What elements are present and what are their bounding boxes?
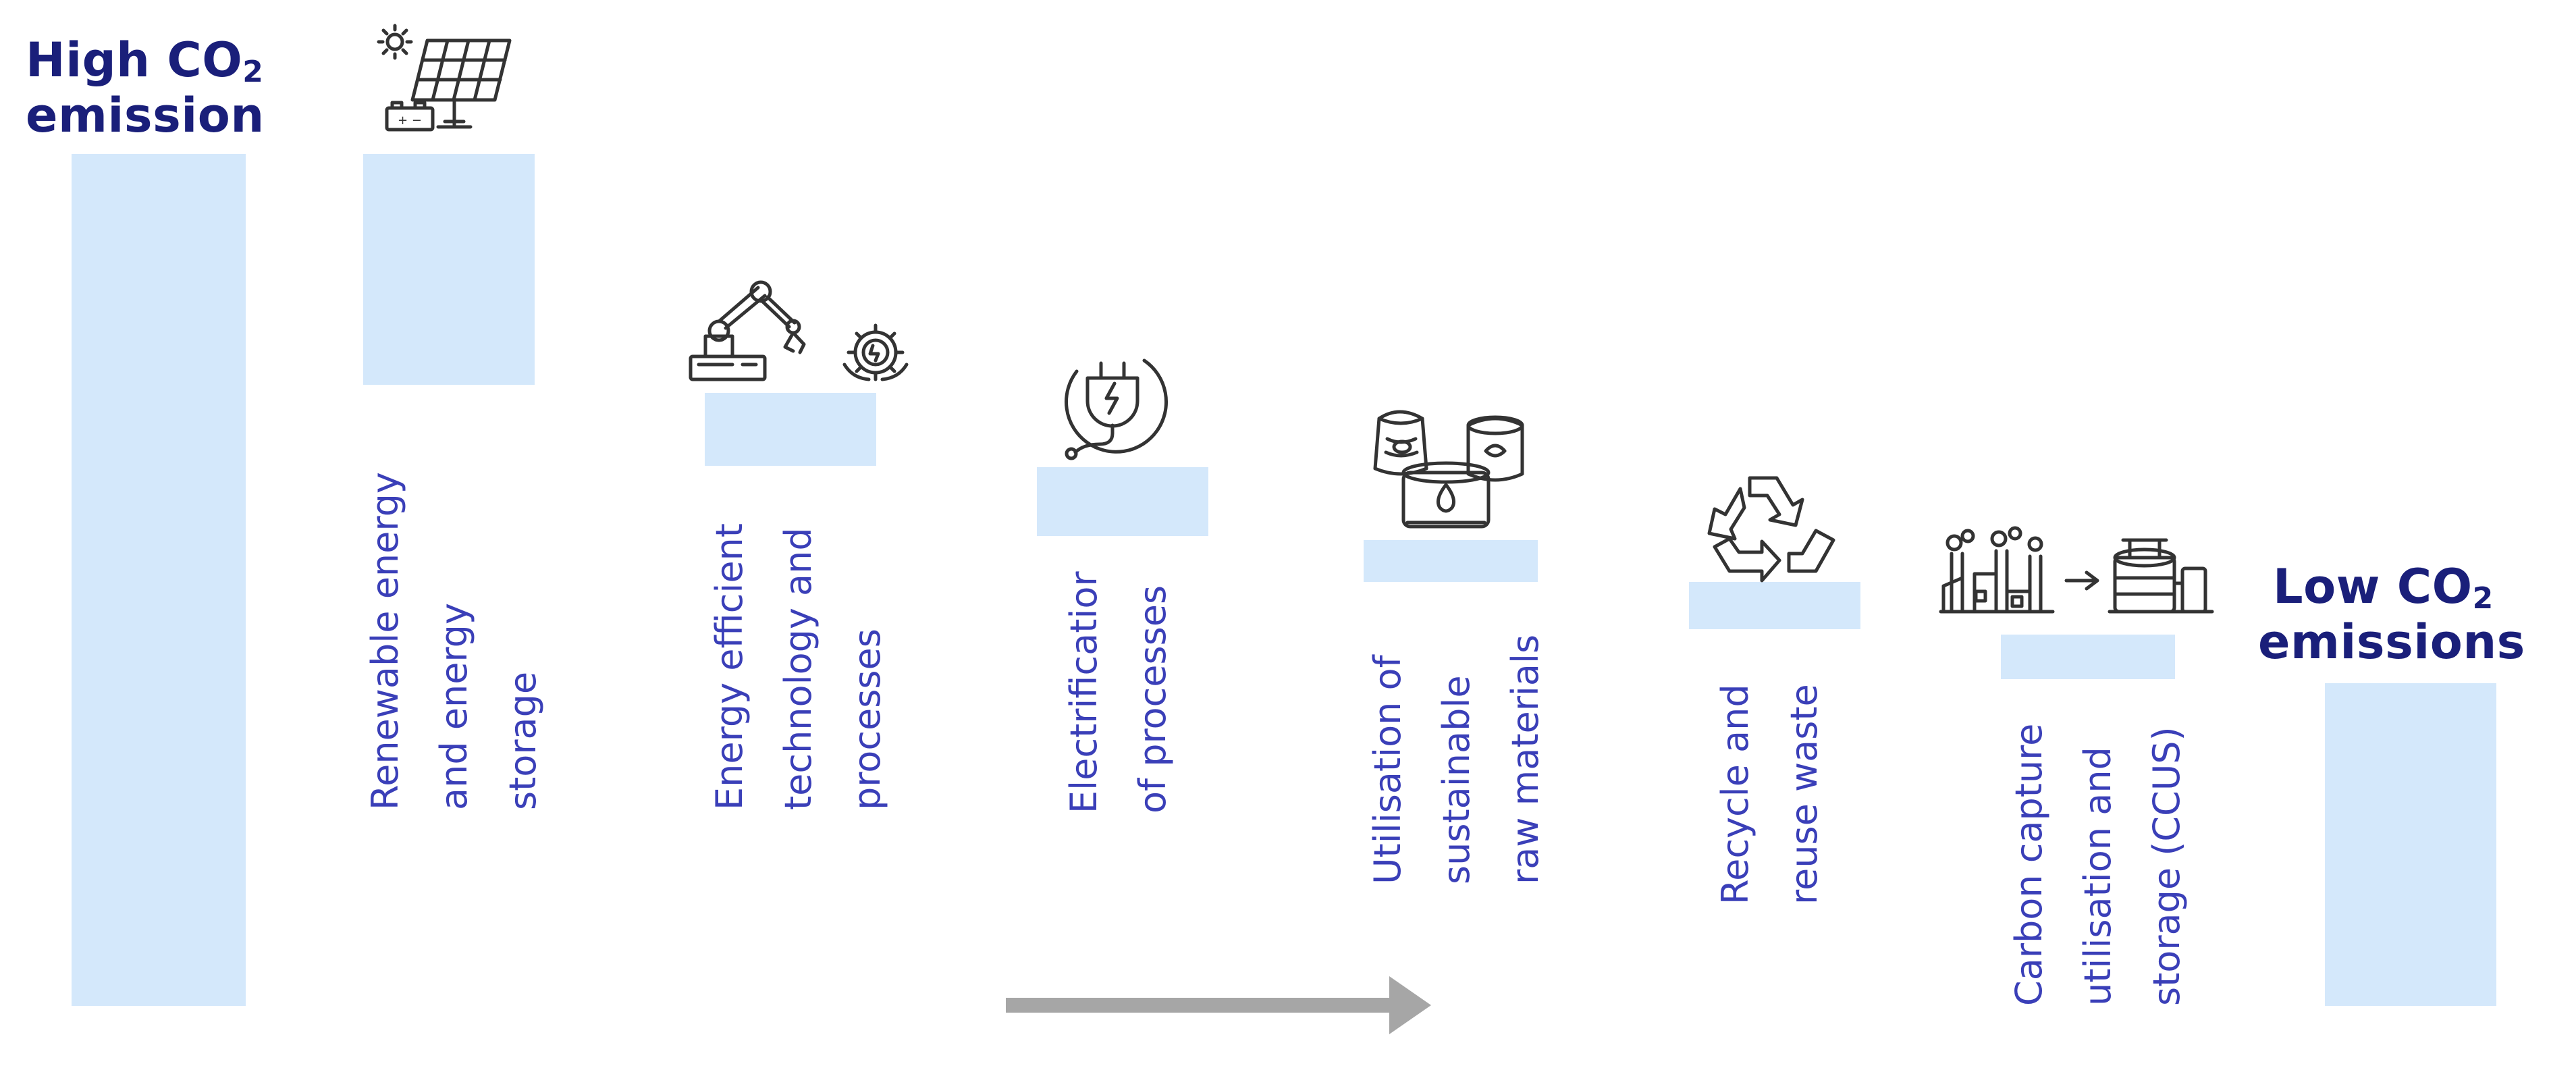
low-co2-text: Low CO bbox=[2273, 559, 2473, 614]
materials-label: Utilisation of sustainable raw materials bbox=[1366, 634, 1547, 884]
efficiency-label: Energy efficient technology and processe… bbox=[708, 523, 888, 810]
svg-text:+ −: + − bbox=[398, 113, 422, 128]
solar-panel-icon: + − bbox=[377, 24, 512, 132]
renewable-label: Renewable energy and energy storage bbox=[364, 472, 544, 810]
efficiency-bar bbox=[705, 393, 876, 466]
low-emission-bar bbox=[2325, 683, 2496, 1006]
progress-arrow-icon bbox=[1006, 976, 1431, 1034]
low-co2-label: Low CO2 emissions bbox=[2258, 559, 2525, 670]
renewable-bar bbox=[363, 154, 535, 385]
recycle-bar bbox=[1689, 582, 1860, 629]
high-co2-text: High CO bbox=[26, 32, 243, 88]
carbon-capture-icon bbox=[1939, 526, 2214, 614]
electrification-bar bbox=[1037, 467, 1208, 536]
high-co2-subscript: 2 bbox=[242, 55, 264, 89]
recycle-icon bbox=[1707, 476, 1835, 583]
high-co2-line2: emission bbox=[26, 88, 265, 143]
recycle-label: Recycle and reuse waste bbox=[1714, 684, 1825, 905]
high-emission-bar bbox=[72, 154, 246, 1006]
ccus-label: Carbon capture utilisation and storage (… bbox=[2008, 723, 2188, 1006]
materials-bar bbox=[1364, 540, 1538, 582]
low-co2-line2: emissions bbox=[2258, 614, 2525, 670]
electrification-label: Electrificatior of processes bbox=[1063, 571, 1174, 813]
ccus-bar bbox=[2001, 635, 2175, 679]
low-co2-subscript: 2 bbox=[2472, 581, 2494, 616]
raw-materials-icon bbox=[1373, 410, 1524, 529]
high-co2-label: High CO2 emission bbox=[26, 32, 265, 143]
electric-plug-icon bbox=[1065, 358, 1169, 460]
robot-arm-icon bbox=[689, 280, 909, 381]
